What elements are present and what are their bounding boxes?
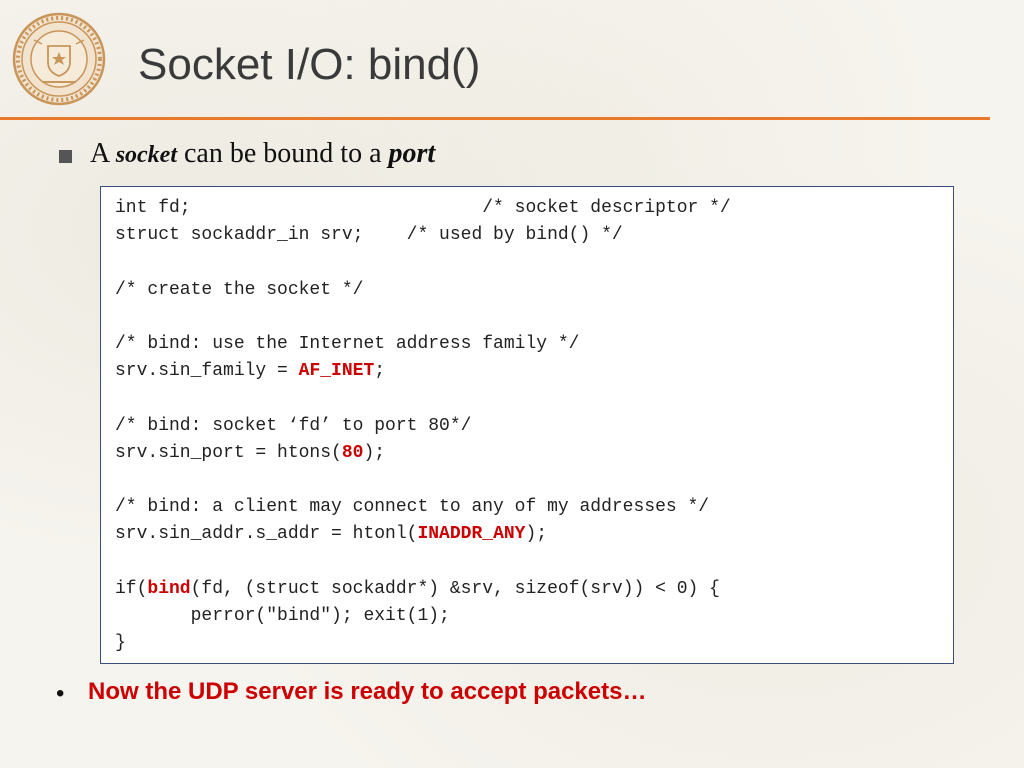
code-line: /* bind: use the Internet address family… (115, 334, 580, 355)
code-line: /* create the socket */ (115, 279, 364, 300)
bullet-prefix: A (90, 138, 116, 169)
code-keyword: 80 (341, 442, 364, 463)
code-keyword: INADDR_ANY (417, 524, 526, 545)
code-block: int fd; /* socket descriptor */ struct s… (100, 186, 954, 664)
bullet-emphasis-socket: socket (115, 142, 177, 168)
code-line: perror("bind"); exit(1); (115, 606, 450, 627)
bullet-emphasis-port: port (388, 138, 436, 169)
code-line: ; (374, 361, 386, 382)
code-line: } (115, 633, 126, 654)
code-line: srv.sin_addr.s_addr = htonl( (115, 524, 418, 545)
slide-title: Socket I/O: bind() (138, 40, 481, 89)
code-keyword: bind (147, 578, 191, 599)
code-line: srv.sin_port = htons( (115, 442, 342, 463)
square-bullet-icon (59, 150, 72, 163)
code-line: struct sockaddr_in srv; /* used by bind(… (115, 225, 623, 246)
code-line: /* bind: socket ‘fd’ to port 80*/ (115, 415, 472, 436)
code-line: ); (363, 442, 386, 463)
code-line: int fd; /* socket descriptor */ (115, 198, 731, 218)
highlight-note: Now the UDP server is ready to accept pa… (88, 678, 647, 705)
code-line: /* bind: a client may connect to any of … (115, 497, 710, 518)
bullet-middle: can be bound to a (177, 138, 389, 169)
code-line: (fd, (struct sockaddr*) &srv, sizeof(srv… (190, 578, 720, 599)
code-line: srv.sin_family = (115, 361, 299, 382)
university-seal-logo (12, 12, 106, 106)
code-line: ); (525, 524, 548, 545)
code-line: if( (115, 578, 148, 599)
code-listing: int fd; /* socket descriptor */ struct s… (115, 195, 731, 657)
bullet-text: A socket can be bound to a port (90, 138, 435, 170)
round-bullet-icon: • (56, 680, 65, 707)
title-divider (0, 117, 990, 120)
code-keyword: AF_INET (298, 361, 375, 382)
